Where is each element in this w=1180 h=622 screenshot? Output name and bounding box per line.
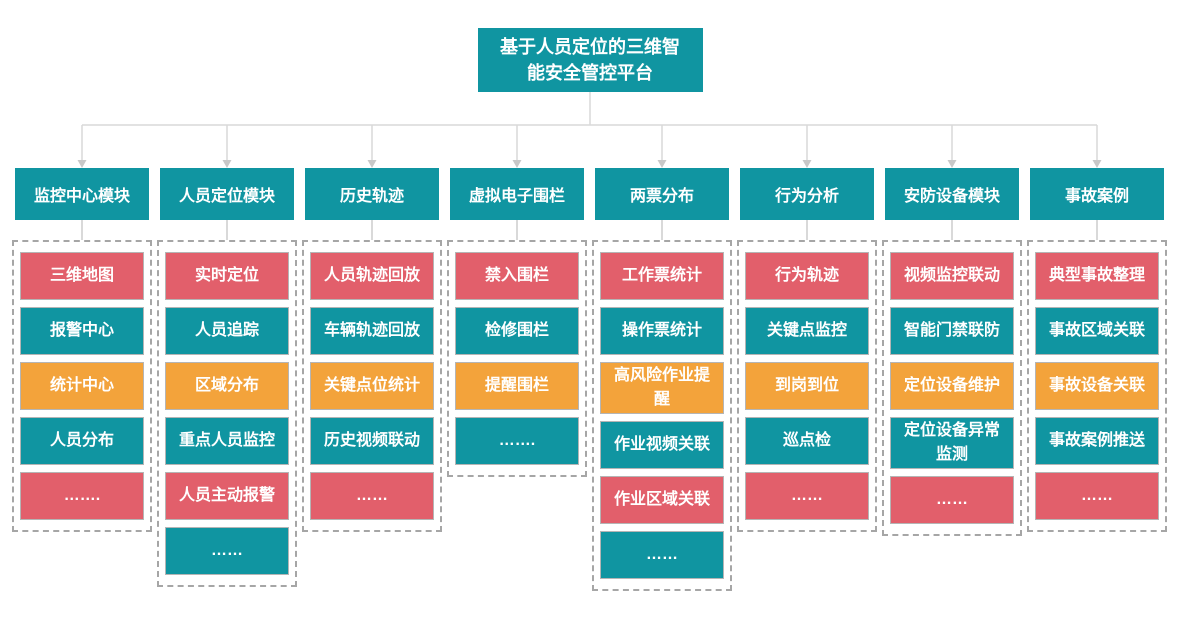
- column-header: 事故案例: [1030, 168, 1164, 221]
- arrow-down-icon: [802, 160, 812, 169]
- module-item: ……: [165, 527, 289, 576]
- module-item: 报警中心: [20, 307, 144, 356]
- module-item: 操作票统计: [600, 307, 724, 356]
- module-group-box: 人员轨迹回放车辆轨迹回放关键点位统计历史视频联动 ……: [302, 240, 442, 533]
- connector-stub: [226, 220, 228, 241]
- connector-lines: [77, 92, 1102, 169]
- module-group-box: 行为轨迹关键点监控到岗到位巡点检 ……: [737, 240, 877, 533]
- arrow-down-icon: [947, 160, 957, 169]
- module-item: 到岗到位: [745, 362, 869, 411]
- column-header: 行为分析: [740, 168, 874, 221]
- module-item: 工作票统计: [600, 252, 724, 301]
- module-item: 关键点监控: [745, 307, 869, 356]
- module-column: 虚拟电子围栏禁入围栏检修围栏提醒围栏 …….: [447, 168, 587, 478]
- module-item: 区域分布: [165, 362, 289, 411]
- module-item: 事故案例推送: [1035, 417, 1159, 466]
- connector-stub: [81, 220, 83, 241]
- column-header: 监控中心模块: [15, 168, 149, 221]
- module-group-box: 三维地图报警中心统计中心人员分布 …….: [12, 240, 152, 533]
- column-header: 人员定位模块: [160, 168, 294, 221]
- arrow-down-icon: [77, 160, 87, 169]
- module-item: 历史视频联动: [310, 417, 434, 466]
- module-item: 视频监控联动: [890, 252, 1014, 301]
- arrow-down-icon: [1092, 160, 1102, 169]
- connector-stub: [1096, 220, 1098, 241]
- module-item: 行为轨迹: [745, 252, 869, 301]
- module-column: 两票分布工作票统计操作票统计高风险作业提醒作业视频关联作业区域关联 ……: [592, 168, 732, 592]
- module-item: 提醒围栏: [455, 362, 579, 411]
- module-item: 定位设备异常监测: [890, 417, 1014, 470]
- module-column: 行为分析行为轨迹关键点监控到岗到位巡点检 ……: [737, 168, 877, 533]
- module-item: 人员主动报警: [165, 472, 289, 521]
- module-item: ……: [1035, 472, 1159, 521]
- module-column: 事故案例典型事故整理事故区域关联事故设备关联事故案例推送 ……: [1027, 168, 1167, 533]
- column-header: 两票分布: [595, 168, 729, 221]
- module-item: 禁入围栏: [455, 252, 579, 301]
- module-item: 人员分布: [20, 417, 144, 466]
- module-item: 典型事故整理: [1035, 252, 1159, 301]
- module-group-box: 视频监控联动智能门禁联防定位设备维护定位设备异常监测 ……: [882, 240, 1022, 537]
- module-item: …….: [455, 417, 579, 466]
- module-item: 巡点检: [745, 417, 869, 466]
- module-item: 人员追踪: [165, 307, 289, 356]
- module-group-box: 工作票统计操作票统计高风险作业提醒作业视频关联作业区域关联 ……: [592, 240, 732, 592]
- module-item: 作业视频关联: [600, 421, 724, 470]
- module-item: …….: [20, 472, 144, 521]
- module-item: ……: [310, 472, 434, 521]
- connector-stub: [661, 220, 663, 241]
- module-column: 安防设备模块视频监控联动智能门禁联防定位设备维护定位设备异常监测 ……: [882, 168, 1022, 537]
- module-column: 监控中心模块三维地图报警中心统计中心人员分布 …….: [12, 168, 152, 533]
- module-item: ……: [890, 476, 1014, 525]
- module-item: 高风险作业提醒: [600, 362, 724, 415]
- module-item: 重点人员监控: [165, 417, 289, 466]
- module-group-box: 实时定位人员追踪区域分布重点人员监控人员主动报警 ……: [157, 240, 297, 588]
- module-item: 检修围栏: [455, 307, 579, 356]
- column-header: 虚拟电子围栏: [450, 168, 584, 221]
- arrow-down-icon: [367, 160, 377, 169]
- module-item: ……: [745, 472, 869, 521]
- module-item: 智能门禁联防: [890, 307, 1014, 356]
- arrow-down-icon: [657, 160, 667, 169]
- module-column: 人员定位模块实时定位人员追踪区域分布重点人员监控人员主动报警 ……: [157, 168, 297, 588]
- module-item: 定位设备维护: [890, 362, 1014, 411]
- module-item: 统计中心: [20, 362, 144, 411]
- module-item: 实时定位: [165, 252, 289, 301]
- diagram-title: 基于人员定位的三维智能安全管控平台: [477, 28, 703, 93]
- connector-stub: [516, 220, 518, 241]
- column-header: 历史轨迹: [305, 168, 439, 221]
- module-item: 车辆轨迹回放: [310, 307, 434, 356]
- column-header: 安防设备模块: [885, 168, 1019, 221]
- columns-row: 监控中心模块三维地图报警中心统计中心人员分布 ……. 人员定位模块实时定位人员追踪区…: [0, 168, 1180, 592]
- module-item: 事故区域关联: [1035, 307, 1159, 356]
- module-item: 作业区域关联: [600, 476, 724, 525]
- module-item: 事故设备关联: [1035, 362, 1159, 411]
- connector-stub: [951, 220, 953, 241]
- arrow-down-icon: [222, 160, 232, 169]
- module-column: 历史轨迹人员轨迹回放车辆轨迹回放关键点位统计历史视频联动 ……: [302, 168, 442, 533]
- module-group-box: 禁入围栏检修围栏提醒围栏 …….: [447, 240, 587, 478]
- module-group-box: 典型事故整理事故区域关联事故设备关联事故案例推送 ……: [1027, 240, 1167, 533]
- module-item: 人员轨迹回放: [310, 252, 434, 301]
- connector-stub: [806, 220, 808, 241]
- connector-stub: [371, 220, 373, 241]
- arrow-down-icon: [512, 160, 522, 169]
- module-item: ……: [600, 531, 724, 580]
- module-item: 关键点位统计: [310, 362, 434, 411]
- module-item: 三维地图: [20, 252, 144, 301]
